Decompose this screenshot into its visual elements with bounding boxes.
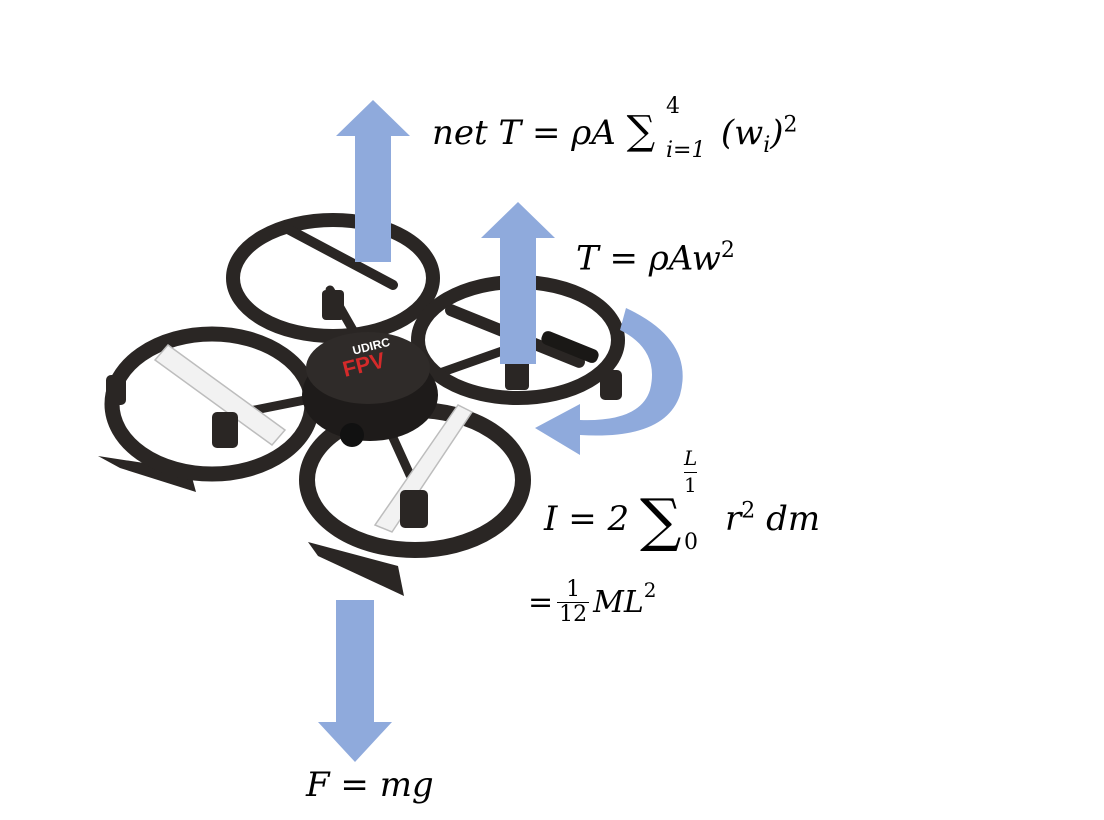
inertia-lead: I = 2 [544, 499, 630, 539]
motor-mounts [212, 290, 529, 528]
net-thrust-arrow-up [336, 100, 410, 262]
propeller-front [373, 404, 474, 533]
inertia-tail: r [725, 499, 742, 539]
net-thrust-lead: net T = ρA [432, 113, 616, 153]
net-thrust-exp: 2 [783, 112, 798, 138]
thrust-text: T = ρAw [576, 238, 721, 279]
net-thrust-close: ) [770, 113, 784, 153]
torque-arrow-curved [535, 308, 683, 455]
inertia-sum-symbol: ∑ [639, 486, 682, 554]
net-thrust-tail-sub: i [763, 132, 771, 158]
thrust-equation: T = ρAw2 [576, 238, 735, 278]
result-fraction: 1 12 [557, 577, 590, 627]
camera-lens [340, 423, 364, 447]
thrust-exp: 2 [720, 238, 735, 263]
bumper-tab [600, 370, 622, 400]
net-thrust-equation: net T = ρA ∑ 4 i=1 (wi)2 [432, 94, 798, 163]
landing-skid-right [308, 542, 404, 596]
quadcopter-drone: UDIRC FPV [98, 213, 625, 596]
thrust-arrow-up [481, 202, 555, 364]
drone-body-top [306, 332, 430, 404]
inertia-equation: I = 2 ∑ L 1 0 r2 dm [544, 446, 821, 555]
bumper-tab [106, 375, 126, 405]
sum-upper-limit: 4 [666, 94, 680, 119]
fraction-numerator: 1 [566, 577, 581, 602]
net-thrust-tail: (w [720, 113, 764, 153]
weight-arrow-down [318, 600, 392, 762]
inertia-tail-rest: dm [755, 499, 821, 539]
propeller-left [153, 343, 287, 447]
propeller-back [282, 223, 399, 290]
fraction-denominator: 12 [557, 602, 590, 627]
weight-text: F = mg [306, 765, 434, 805]
sum-symbol: ∑ [626, 108, 656, 154]
sum-lower-limit: i=1 [666, 138, 706, 163]
landing-skid-left [98, 456, 196, 492]
result-tail: ML [593, 585, 644, 620]
inertia-lower-limit: 0 [684, 530, 698, 555]
result-equals: = [528, 585, 554, 620]
weight-equation: F = mg [306, 765, 434, 805]
inertia-tail-exp: 2 [741, 498, 756, 524]
prop-guard-back [226, 213, 440, 343]
inertia-upper-den: 1 [684, 472, 697, 497]
inertia-upper-num: L [684, 446, 698, 470]
result-exp: 2 [643, 578, 657, 602]
